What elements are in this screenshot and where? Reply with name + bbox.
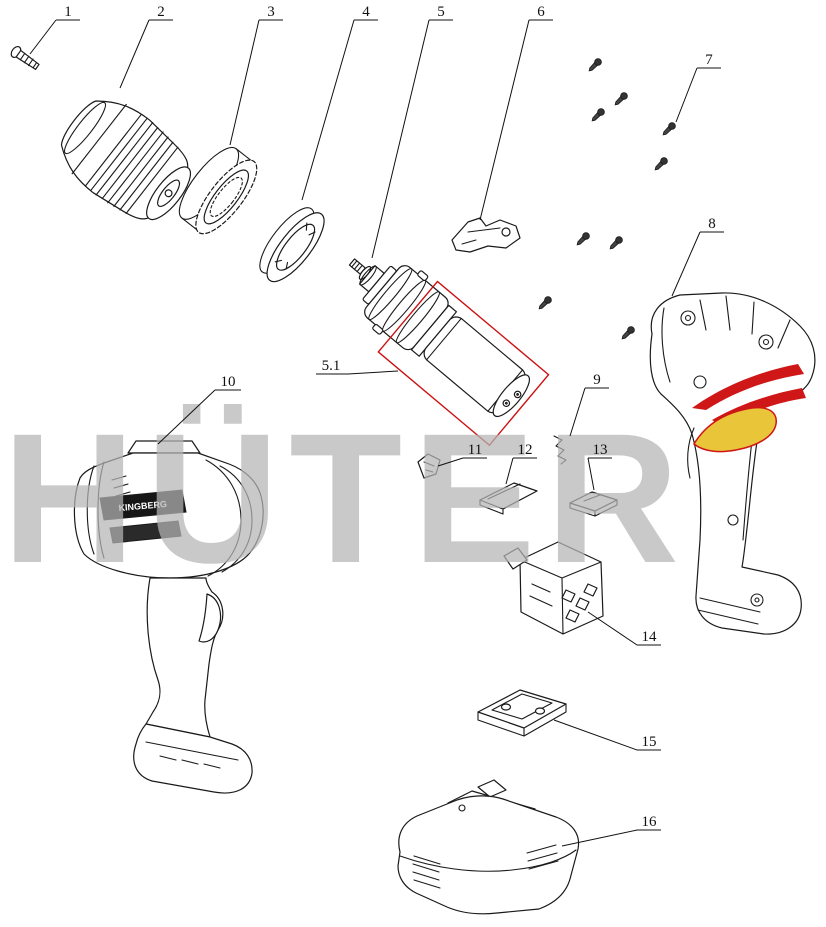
label-part-2: 2 (119, 4, 173, 89)
drill-body-drawing: KINGBERG (73, 440, 264, 794)
drill-brand-label: KINGBERG (118, 499, 167, 513)
svg-text:10: 10 (221, 374, 236, 390)
label-part-3: 3 (229, 4, 283, 146)
label-part-9: 9 (569, 372, 609, 437)
svg-text:14: 14 (642, 629, 658, 645)
ring-gear-drawing (178, 146, 258, 235)
label-part-5-1: 5.1 (316, 358, 399, 375)
svg-text:6: 6 (537, 4, 545, 20)
chuck-drawing (60, 100, 192, 221)
svg-text:1: 1 (64, 4, 72, 20)
svg-text:13: 13 (593, 442, 608, 458)
logo-yellow-shape (693, 406, 777, 453)
svg-text:4: 4 (362, 4, 370, 20)
huter-watermark: HÜTER (2, 396, 689, 602)
svg-text:2: 2 (157, 4, 165, 20)
label-part-12: 12 (505, 442, 537, 485)
svg-text:11: 11 (468, 442, 482, 458)
svg-text:12: 12 (518, 442, 533, 458)
svg-text:5: 5 (437, 4, 445, 20)
part-labels: 1 2 3 4 5 6 7 8 (29, 4, 724, 847)
label-part-4: 4 (301, 4, 378, 201)
svg-text:5.1: 5.1 (322, 358, 341, 374)
label-part-8: 8 (671, 216, 724, 297)
label-part-5: 5 (371, 4, 453, 259)
label-part-11: 11 (437, 442, 487, 467)
bracket-drawing (451, 217, 521, 253)
label-part-10: 10 (157, 374, 241, 445)
battery-drawing (397, 779, 580, 915)
huter-logo-swoosh (692, 364, 806, 453)
motor-highlight-box (377, 280, 550, 447)
svg-text:8: 8 (708, 216, 716, 232)
label-part-1: 1 (29, 4, 80, 55)
label-part-14: 14 (587, 611, 661, 646)
block-drawing (569, 491, 618, 517)
cover-plate-drawing (477, 689, 567, 737)
screw-drawing (10, 45, 40, 70)
svg-text:15: 15 (642, 734, 657, 750)
label-part-15: 15 (553, 719, 661, 751)
label-part-13: 13 (587, 442, 612, 491)
label-part-6: 6 (479, 4, 553, 221)
clip-drawing (417, 453, 441, 479)
label-part-16: 16 (561, 814, 661, 847)
retaining-ring-drawing (259, 207, 325, 283)
gearbox-motor-assembly-drawing (348, 258, 550, 447)
screws-group (536, 56, 678, 342)
plate-drawing (479, 482, 538, 515)
switch-drawing (503, 541, 604, 635)
label-part-7: 7 (675, 52, 721, 123)
spring-drawing (553, 435, 567, 465)
svg-text:16: 16 (642, 814, 658, 830)
svg-text:3: 3 (267, 4, 275, 20)
svg-text:7: 7 (705, 52, 713, 68)
svg-text:9: 9 (593, 372, 601, 388)
